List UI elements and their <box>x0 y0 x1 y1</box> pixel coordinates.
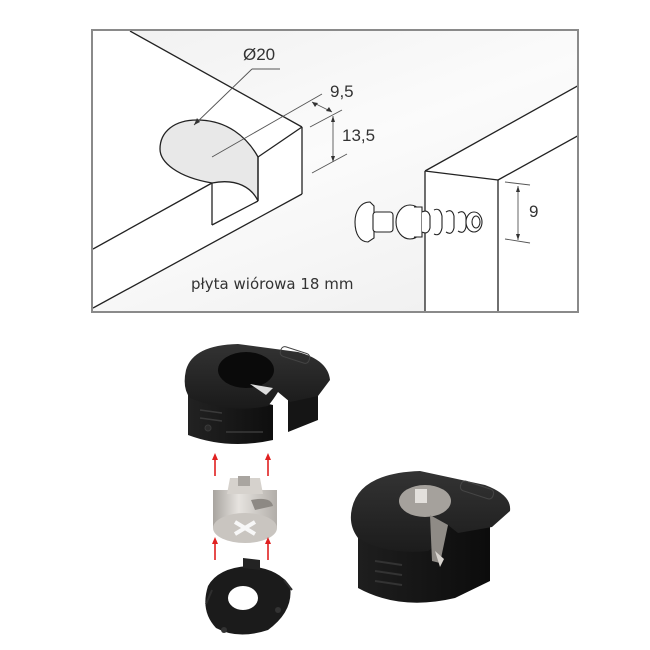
hole-depth-label: 13,5 <box>342 126 376 145</box>
depth-dimensions <box>309 101 348 174</box>
board-drawing <box>93 31 577 311</box>
technical-drawing-frame: Ø20 9,5 13,5 9 płyta wiórowa 18 mm <box>91 29 579 313</box>
metal-cam-image <box>213 476 277 543</box>
cam-hole <box>159 119 259 202</box>
dowel-bolt <box>354 201 483 243</box>
edge-offset-label: 9,5 <box>330 82 354 101</box>
housing-cap-image <box>184 344 330 444</box>
dowel-dimension <box>504 181 531 244</box>
diameter-leader <box>193 68 323 158</box>
material-caption: płyta wiórowa 18 mm <box>191 275 354 293</box>
assembled-cam-lock-image <box>350 471 511 603</box>
dowel-offset-label: 9 <box>529 202 539 221</box>
right-panel-outline <box>424 85 577 311</box>
hole-diameter-label: Ø20 <box>243 45 276 64</box>
assembly-arrows-upper <box>212 453 271 476</box>
base-plate-image <box>205 558 293 635</box>
assembly-arrows-lower <box>212 537 271 560</box>
